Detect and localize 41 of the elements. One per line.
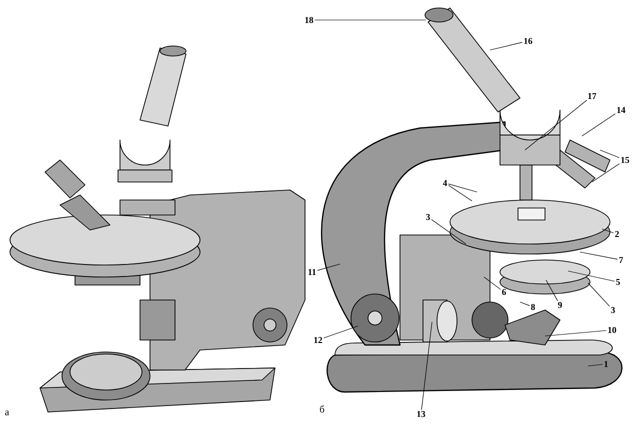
leader-line: [544, 330, 607, 336]
leader-line: [520, 302, 530, 306]
leader-line: [580, 252, 618, 260]
leader-line: [448, 185, 472, 202]
leader-line: [582, 114, 616, 136]
callout-number: 14: [617, 107, 626, 113]
callout-number: 12: [314, 337, 322, 343]
callout-number: 6: [502, 289, 506, 296]
leader-line: [431, 219, 466, 244]
leader-line: [602, 228, 614, 234]
callout-number: 1: [604, 361, 608, 367]
leader-line: [323, 326, 358, 338]
callout-number: 10: [608, 326, 616, 334]
leader-line: [484, 276, 501, 290]
leader-line: [592, 163, 620, 182]
callout-number: 8: [531, 304, 535, 310]
callout-number: 16: [524, 38, 532, 44]
leader-line: [490, 42, 523, 50]
panel-label: а: [5, 410, 10, 416]
callout-number: 18: [305, 16, 314, 24]
callout-number: 7: [619, 257, 624, 263]
callout-number: 11: [308, 269, 316, 275]
leader-line: [448, 184, 478, 192]
leader-line: [588, 364, 603, 366]
leader-line: [317, 264, 340, 271]
panel-label: б: [320, 405, 324, 413]
leader-line: [421, 322, 432, 410]
callout-number: 3: [611, 307, 615, 314]
callout-number: 4: [442, 180, 448, 186]
callout-number: 15: [621, 157, 630, 164]
callout-number: 17: [588, 93, 596, 99]
callout-number: 3: [426, 214, 430, 220]
leader-line: [588, 282, 610, 307]
callout-number: 2: [615, 231, 619, 237]
leader-line: [568, 270, 615, 282]
callout-number: 5: [616, 279, 620, 285]
leader-line: [546, 280, 558, 302]
leader-line: [524, 100, 588, 150]
leader-line: [600, 150, 620, 158]
callout-number: 13: [417, 411, 426, 418]
callout-number: 9: [558, 302, 562, 308]
